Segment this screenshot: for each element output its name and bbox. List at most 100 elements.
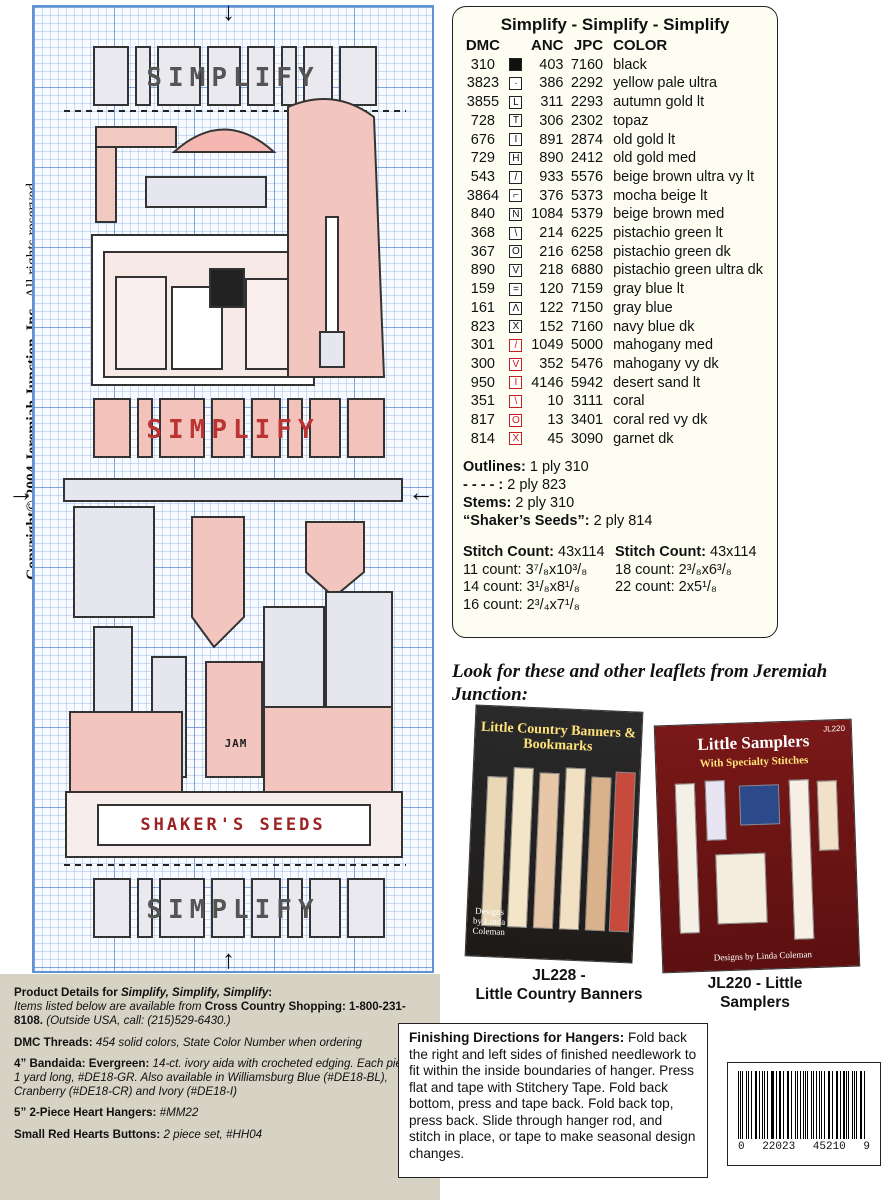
barcode-bar xyxy=(794,1071,797,1139)
key-dmc: 543 xyxy=(470,168,495,185)
key-symbol-icon: = xyxy=(509,282,523,296)
key-color-name: beige brown ultra vy lt xyxy=(613,168,755,185)
key-symbol-icon: / xyxy=(509,170,523,184)
barcode-bar xyxy=(772,1071,774,1139)
key-symbol-icon: Λ xyxy=(509,301,523,315)
barcode-number: 0 22023 45210 9 xyxy=(738,1141,870,1153)
key-dmc: 161 xyxy=(470,299,495,316)
key-anc: 120 xyxy=(539,281,564,298)
seeds-label: “Shaker’s Seeds”: xyxy=(463,513,590,530)
key-dmc: 367 xyxy=(470,243,495,260)
outlines-value: 1 ply 310 xyxy=(529,459,589,476)
key-color-name: pistachio green ultra dk xyxy=(613,262,763,279)
center-arrow-left-icon: → xyxy=(8,477,34,507)
key-jpc: 6880 xyxy=(570,262,604,279)
key-symbol-icon: T xyxy=(509,114,523,128)
leaflet-cover-jl228[interactable]: Little Country Banners & Bookmarks Desig… xyxy=(464,704,644,964)
key-anc: 376 xyxy=(539,187,564,204)
key-dmc: 3823 xyxy=(466,75,500,92)
color-key: Simplify - Simplify - Simplify DMC ANC J… xyxy=(452,6,778,638)
key-color-name: topaz xyxy=(613,112,649,129)
key-header-jpc: JPC xyxy=(573,37,604,54)
key-dmc: 301 xyxy=(470,337,495,354)
barcode-digit: 9 xyxy=(863,1141,870,1153)
barcode-bar xyxy=(745,1071,747,1139)
key-symbol-icon: H xyxy=(509,151,523,165)
look-for-heading: Look for these and other leaflets from J… xyxy=(452,661,828,705)
barcode-bars xyxy=(738,1071,868,1139)
key-color-name: yellow pale ultra xyxy=(613,75,718,92)
key-jpc: 7150 xyxy=(570,299,604,316)
leaflet-cover-title: Little Country Banners & Bookmarks xyxy=(480,719,637,755)
key-symbol-icon: V xyxy=(509,357,523,371)
product-intro-tail: (Outside USA, call: (215)529-6430.) xyxy=(46,1014,231,1028)
key-jpc: 2412 xyxy=(570,150,604,167)
key-dmc: 728 xyxy=(470,112,495,129)
simplify-top-letters xyxy=(93,46,377,106)
key-dmc: 300 xyxy=(470,355,495,372)
key-anc: 891 xyxy=(539,131,564,148)
leaflet-cover-title: Little Samplers xyxy=(697,731,810,755)
key-anc: 1084 xyxy=(531,206,564,223)
chart-word-simplify-bottom: SIMPLIFY xyxy=(146,895,320,925)
leaflet-cover-jl220[interactable]: JL220 Little Samplers With Specialty Sti… xyxy=(653,718,861,974)
product-heading-end: : xyxy=(268,986,273,999)
key-header-color: COLOR xyxy=(613,37,668,54)
key-anc: 4146 xyxy=(531,374,564,391)
key-dmc: 729 xyxy=(470,150,495,167)
key-jpc: 2874 xyxy=(570,131,604,148)
key-color-name: autumn gold lt xyxy=(613,94,705,111)
barcode-bar xyxy=(863,1071,865,1139)
barcode-bar xyxy=(819,1071,821,1139)
key-anc: 933 xyxy=(539,168,564,185)
product-shop: Cross Country Shopping: 1-800-231-8108. xyxy=(14,1000,406,1028)
key-dmc: 351 xyxy=(470,393,495,410)
key-color-name: mahogany med xyxy=(613,337,714,354)
key-symbol-icon: O xyxy=(509,413,523,427)
hangers-label: 5” 2-Piece Heart Hangers: xyxy=(14,1106,157,1120)
simplify-bottom-letters xyxy=(93,878,385,938)
key-dmc: 817 xyxy=(470,412,495,429)
buttons-value: 2 piece set, #HH04 xyxy=(163,1127,263,1141)
key-jpc: 6258 xyxy=(570,243,604,260)
simplify-middle-letters xyxy=(93,398,385,458)
shelf xyxy=(63,478,403,502)
barcode-bar xyxy=(763,1071,765,1139)
barcode-bar xyxy=(859,1071,861,1139)
count-line: 22 count: 2x5¹/₈ xyxy=(615,579,717,596)
leaflet-credit: Designs by Linda Coleman xyxy=(713,949,813,963)
key-title: Simplify - Simplify - Simplify xyxy=(500,15,730,34)
center-arrow-bottom-icon: ↑ xyxy=(222,944,235,974)
key-color-name: black xyxy=(613,56,647,73)
key-jpc: 5373 xyxy=(570,187,604,204)
key-anc: 403 xyxy=(539,56,564,73)
dashes-label: - - - - : xyxy=(463,477,504,494)
key-anc: 311 xyxy=(540,94,564,111)
barcode-bar xyxy=(811,1071,813,1139)
count-line: 11 count: 3⁷/₈x10³/₈ xyxy=(463,561,588,578)
stems-value: 2 ply 310 xyxy=(515,495,575,512)
chart-drawing xyxy=(63,46,406,938)
top-scene xyxy=(91,98,386,386)
key-jpc: 5576 xyxy=(570,168,604,185)
stitch-count-value-1: 43x114 xyxy=(558,544,605,561)
key-symbol-icon: X xyxy=(509,432,523,446)
key-symbol-icon: \ xyxy=(509,226,523,240)
key-jpc: 2293 xyxy=(570,94,604,111)
key-anc: 45 xyxy=(547,430,564,447)
key-header-dmc: DMC xyxy=(465,37,500,54)
key-anc: 1049 xyxy=(531,337,564,354)
stitch-count-value-2: 43x114 xyxy=(710,544,757,561)
caption-line: JL220 - Little xyxy=(707,975,803,992)
key-anc: 218 xyxy=(539,262,564,279)
key-color-name: mahogany vy dk xyxy=(613,355,719,372)
